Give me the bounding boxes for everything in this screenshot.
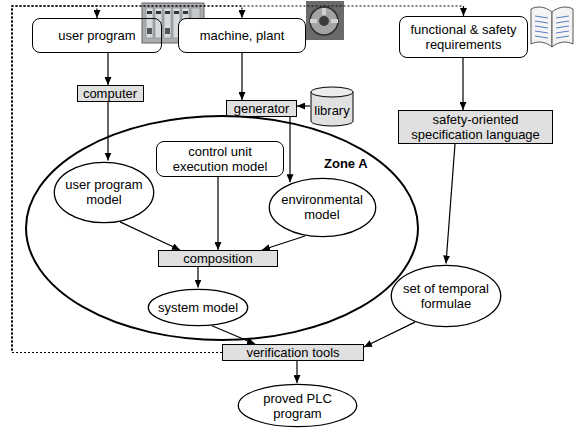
input-box: functional & safety requirements (399, 16, 528, 58)
machine-background (306, 1, 344, 40)
node-label: user program (38, 28, 156, 43)
label-text: environmental model (281, 192, 363, 222)
plc-led (156, 11, 161, 14)
process-box: computer (77, 85, 144, 102)
arrow-connector (262, 236, 305, 250)
node-label: environmental model (275, 192, 369, 222)
node-label: safety-oriented specification language (404, 112, 547, 142)
ellipse-outline (391, 265, 500, 326)
label-text: generator (234, 101, 290, 116)
node-label: verification tools (228, 345, 358, 360)
arrow-connector (241, 53, 242, 100)
node-label: Zone A (324, 156, 368, 171)
zone-ellipse: Zone A control unit execution model user p… (24, 114, 420, 342)
label-text: Zone A (324, 156, 368, 171)
plc-terminal (165, 28, 170, 34)
label-text: user program (58, 28, 135, 43)
node-label: system model (153, 300, 243, 315)
plc-led (174, 11, 179, 14)
label-text: functional & safety requirements (410, 22, 516, 52)
machine-jaw (310, 19, 317, 23)
plc-led (165, 11, 170, 14)
process-box: composition (158, 250, 278, 267)
node-label: control unit execution model (162, 144, 278, 174)
book-picture (531, 7, 573, 47)
label-text: verification tools (246, 345, 339, 360)
arrow-connector (364, 322, 415, 347)
node-label: composition (164, 251, 272, 266)
node-label: set of temporal formulae (398, 281, 494, 311)
label-text: proved PLC program (263, 391, 332, 421)
plc-terminal (147, 28, 152, 34)
arrow-connector (107, 53, 108, 85)
plc-module (164, 8, 171, 38)
book-lines (535, 16, 569, 38)
plc-module (155, 8, 162, 38)
label-text: user program model (65, 177, 142, 207)
machine-spindle (319, 16, 329, 26)
machine-picture (306, 1, 344, 40)
arrow-connector (462, 58, 463, 110)
ellipse-outline (148, 289, 247, 325)
label-text: set of temporal formulae (403, 281, 489, 311)
node-label: generator (232, 101, 291, 116)
node-label: library (312, 95, 352, 118)
ellipse-outline (54, 162, 153, 222)
machine-jaw (331, 19, 338, 23)
label-text: composition (183, 251, 252, 266)
machine-jaw (322, 8, 326, 15)
node-label: computer (83, 86, 138, 101)
plc-module (146, 8, 153, 38)
input-box: machine, plant (178, 18, 306, 53)
process-box: generator (226, 100, 297, 117)
node-label: functional & safety requirements (405, 22, 522, 52)
label-text: control unit execution model (173, 144, 268, 174)
model-ellipse: user program model (53, 161, 155, 224)
node-label: proved PLC program (253, 391, 343, 421)
label-text: computer (83, 86, 137, 101)
plc-led (147, 11, 152, 14)
ellipse-outline (238, 384, 356, 426)
arrow-connector (107, 102, 108, 161)
machine-chuck (310, 7, 338, 35)
arrow-connector (217, 177, 218, 251)
cylinder-top (311, 87, 353, 97)
input-box: user program (32, 18, 162, 53)
process-box: safety-oriented specification language (398, 110, 553, 144)
result-ellipse: proved PLC program (237, 383, 358, 428)
database-cylinder: library (310, 86, 354, 127)
label-text: safety-oriented specification language (411, 112, 540, 142)
zone-outline (26, 116, 418, 340)
node-label: user program model (64, 177, 144, 207)
arrow-connector (297, 105, 310, 106)
arrow-connector (446, 144, 455, 264)
label-text: library (314, 103, 349, 118)
model-box: control unit execution model (156, 141, 284, 177)
ellipse-outline (269, 178, 375, 236)
arrow-connector (289, 117, 290, 182)
formula-ellipse: set of temporal formulae (390, 264, 502, 328)
arrow-connector (197, 267, 198, 288)
arrow-connector (120, 222, 180, 250)
label-text: machine, plant (200, 28, 285, 43)
arrow-connector (212, 326, 255, 344)
arrow-connector (296, 361, 297, 383)
model-ellipse: system model (147, 288, 249, 327)
node-label: machine, plant (184, 28, 300, 43)
process-box: verification tools (222, 344, 364, 361)
plc-led (183, 11, 188, 14)
label-text: system model (158, 300, 238, 315)
model-ellipse: environmental model (268, 177, 377, 238)
